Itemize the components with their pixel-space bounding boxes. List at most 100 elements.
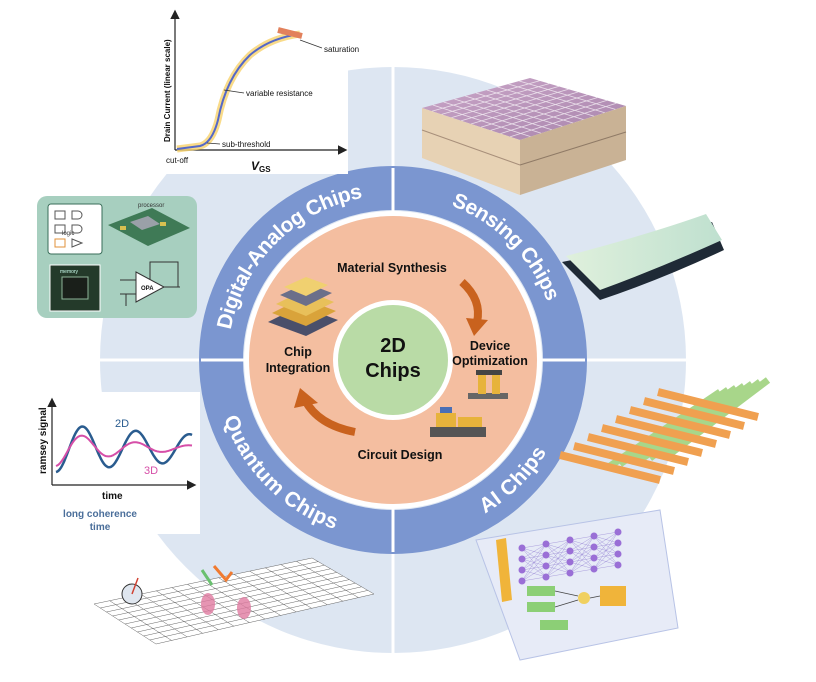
nn-connection (545, 550, 571, 578)
nn-node (518, 566, 526, 574)
nn-node (590, 554, 598, 562)
transistor-device-icon (468, 370, 508, 399)
crossbar-top-electrode (629, 406, 731, 439)
nn-connection (521, 554, 547, 582)
time-axis-label: time (102, 491, 123, 502)
nn-connection (593, 531, 619, 570)
lattice-line (143, 586, 362, 637)
nn-connection (569, 535, 595, 552)
crossbar-top-electrode (615, 415, 717, 448)
nn-connection (521, 543, 547, 582)
wavepacket (237, 597, 251, 619)
nn-node (566, 536, 574, 544)
opa-label: OPA (141, 286, 154, 292)
nn-node (566, 558, 574, 566)
center-title-line1: 2D (380, 335, 406, 357)
variable-resistance-label: variable resistance (246, 89, 313, 98)
digital-analog-panel: logic processor memory OPA (37, 196, 197, 318)
nn-node (518, 544, 526, 552)
nn-connection (545, 539, 571, 578)
wafer-grid-line (480, 94, 588, 128)
wafer-side-left (422, 108, 520, 195)
process-arrow-right-head (466, 318, 488, 336)
nn-node (542, 540, 550, 548)
lattice-line (124, 575, 344, 625)
drain-current-curve (176, 33, 301, 150)
lattice-line (155, 593, 375, 645)
nn-connection (569, 535, 595, 563)
nn-connection (569, 535, 595, 541)
nn-panel-background (475, 509, 679, 661)
flexible-sensor-sheet (562, 214, 724, 300)
wafer-grid-line (500, 100, 607, 134)
nn-node (590, 565, 598, 573)
ramsey-signal-plot: 2D 3D ramsey signal time long coherence … (32, 392, 200, 534)
nn-node (614, 528, 622, 536)
nn-connection (593, 531, 619, 559)
sensor-array-wafer (421, 78, 627, 195)
sub-threshold-label: sub-threshold (222, 140, 270, 149)
process-arrow-left-head (294, 388, 318, 408)
saturation-label: saturation (324, 45, 359, 54)
process-circuit-design: Circuit Design (358, 448, 443, 462)
wafer-grid (431, 80, 617, 138)
wafer-grid-line (508, 83, 605, 114)
process-material-synthesis: Material Synthesis (337, 261, 447, 275)
process-chip-line2: Integration (266, 361, 331, 375)
crossbar-top-electrode (587, 433, 689, 466)
cutoff-label: cut-off (166, 156, 189, 165)
nn-block (527, 602, 555, 612)
wavepacket (201, 593, 215, 615)
ramsey-axis-label: ramsey signal (38, 407, 49, 474)
crossbar-top-electrode (657, 388, 759, 421)
nn-connection (593, 531, 619, 537)
wafer-top (422, 78, 626, 140)
nn-node (518, 555, 526, 563)
circuit-device-icon (430, 407, 486, 437)
quantum-lattice (93, 557, 375, 645)
nn-node (542, 562, 550, 570)
nn-connection (593, 564, 619, 570)
processor-board-icon (108, 208, 190, 246)
nn-connection (545, 539, 571, 545)
nn-connection (569, 557, 595, 574)
nn-connection (521, 543, 547, 549)
nn-connection (521, 565, 547, 582)
crossbar-top-electrode (601, 424, 703, 457)
processor-label: processor (138, 203, 164, 209)
nn-connection (545, 561, 571, 578)
pulse-icon (200, 569, 214, 586)
saturation-highlight (277, 27, 303, 39)
lattice-line (118, 572, 337, 621)
wafer-grid-line (490, 97, 598, 131)
nn-connection (545, 539, 571, 556)
coherence-caption-line1: long coherence (63, 509, 137, 520)
wafer-grid-line (470, 91, 579, 125)
nn-connection (521, 543, 547, 560)
op-amp-icon (120, 261, 180, 306)
transistor-curve-panel: saturation variable resistance sub-thres… (160, 6, 359, 174)
nn-input-bar (496, 538, 512, 602)
nn-connection (545, 572, 571, 578)
nn-node (590, 543, 598, 551)
nn-connection (569, 546, 595, 574)
nn-block (527, 586, 555, 596)
wafer-grid-line (519, 80, 616, 110)
nn-connection (521, 543, 547, 571)
ramsey-curve-2d (55, 425, 193, 474)
nn-node (590, 532, 598, 540)
drain-current-axis-label: Drain Current (linear scale) (163, 39, 172, 142)
crossbar-top-electrode (559, 451, 661, 484)
nn-node (566, 547, 574, 555)
nn-node (614, 539, 622, 547)
wafer-grid-line (510, 102, 617, 138)
center-circle (338, 305, 448, 415)
nn-connection (593, 531, 619, 548)
center-title-line2: Chips (365, 360, 421, 382)
nn-connection (593, 542, 619, 570)
memory-label: memory (60, 269, 79, 275)
nn-connection (545, 539, 571, 567)
lattice-grid (93, 557, 375, 645)
